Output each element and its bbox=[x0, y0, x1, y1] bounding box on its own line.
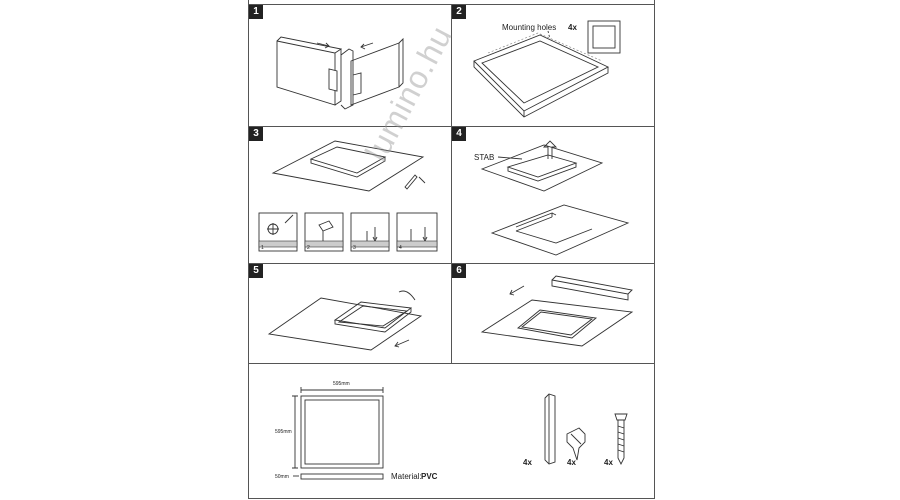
step-1-panel: 1 bbox=[249, 4, 451, 126]
step-5-panel: 5 bbox=[249, 263, 451, 363]
remove-stab-and-fit-illustration bbox=[480, 140, 630, 256]
material-value: PVC bbox=[421, 472, 438, 481]
step-number: 2 bbox=[452, 5, 466, 19]
substep-4-label: 4 bbox=[399, 245, 402, 251]
stab-label: STAB bbox=[474, 153, 495, 162]
frame-mounting-holes-illustration bbox=[473, 20, 621, 118]
step-number: 4 bbox=[452, 127, 466, 141]
insert-panel-illustration bbox=[267, 290, 423, 351]
substep-2-label: 2 bbox=[307, 245, 310, 251]
step-number: 1 bbox=[249, 5, 263, 19]
wall-plug-qty: 4x bbox=[567, 458, 576, 467]
mounting-holes-qty: 4x bbox=[568, 23, 577, 32]
width-dimension-label: 595mm bbox=[333, 381, 350, 387]
step-6-panel: 6 bbox=[451, 263, 654, 363]
depth-dimension-label: 50mm bbox=[275, 474, 289, 480]
step-number: 3 bbox=[249, 127, 263, 141]
material-label: Material: bbox=[391, 472, 422, 481]
substep-3-label: 3 bbox=[353, 245, 356, 251]
panel-dimensions-drawing bbox=[292, 387, 628, 480]
screw-qty: 4x bbox=[604, 458, 613, 467]
step-number: 5 bbox=[249, 264, 263, 278]
step-2-panel: 2 Mounting holes 4x bbox=[451, 4, 654, 126]
step-3-panel: 3 bbox=[249, 126, 451, 263]
frame-corner-join-illustration bbox=[276, 36, 404, 110]
height-dimension-label: 595mm bbox=[275, 429, 292, 435]
spec-panel: 595mm 595mm 50mm Material: PVC 4x 4x 4x bbox=[249, 363, 654, 498]
instruction-sheet: 1 2 Mounting holes 4x bbox=[248, 0, 655, 499]
ceiling-frame-and-drilling-illustration bbox=[258, 140, 438, 252]
substep-1-label: 1 bbox=[261, 245, 264, 251]
close-frame-illustration bbox=[480, 275, 634, 347]
mounting-holes-label: Mounting holes bbox=[502, 23, 557, 32]
step-4-panel: 4 STAB bbox=[451, 126, 654, 263]
corner-profile-qty: 4x bbox=[523, 458, 532, 467]
step-number: 6 bbox=[452, 264, 466, 278]
